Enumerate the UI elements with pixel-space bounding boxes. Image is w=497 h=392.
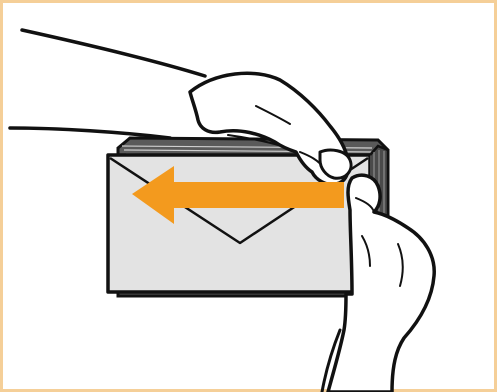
upper-thumb	[320, 150, 351, 178]
